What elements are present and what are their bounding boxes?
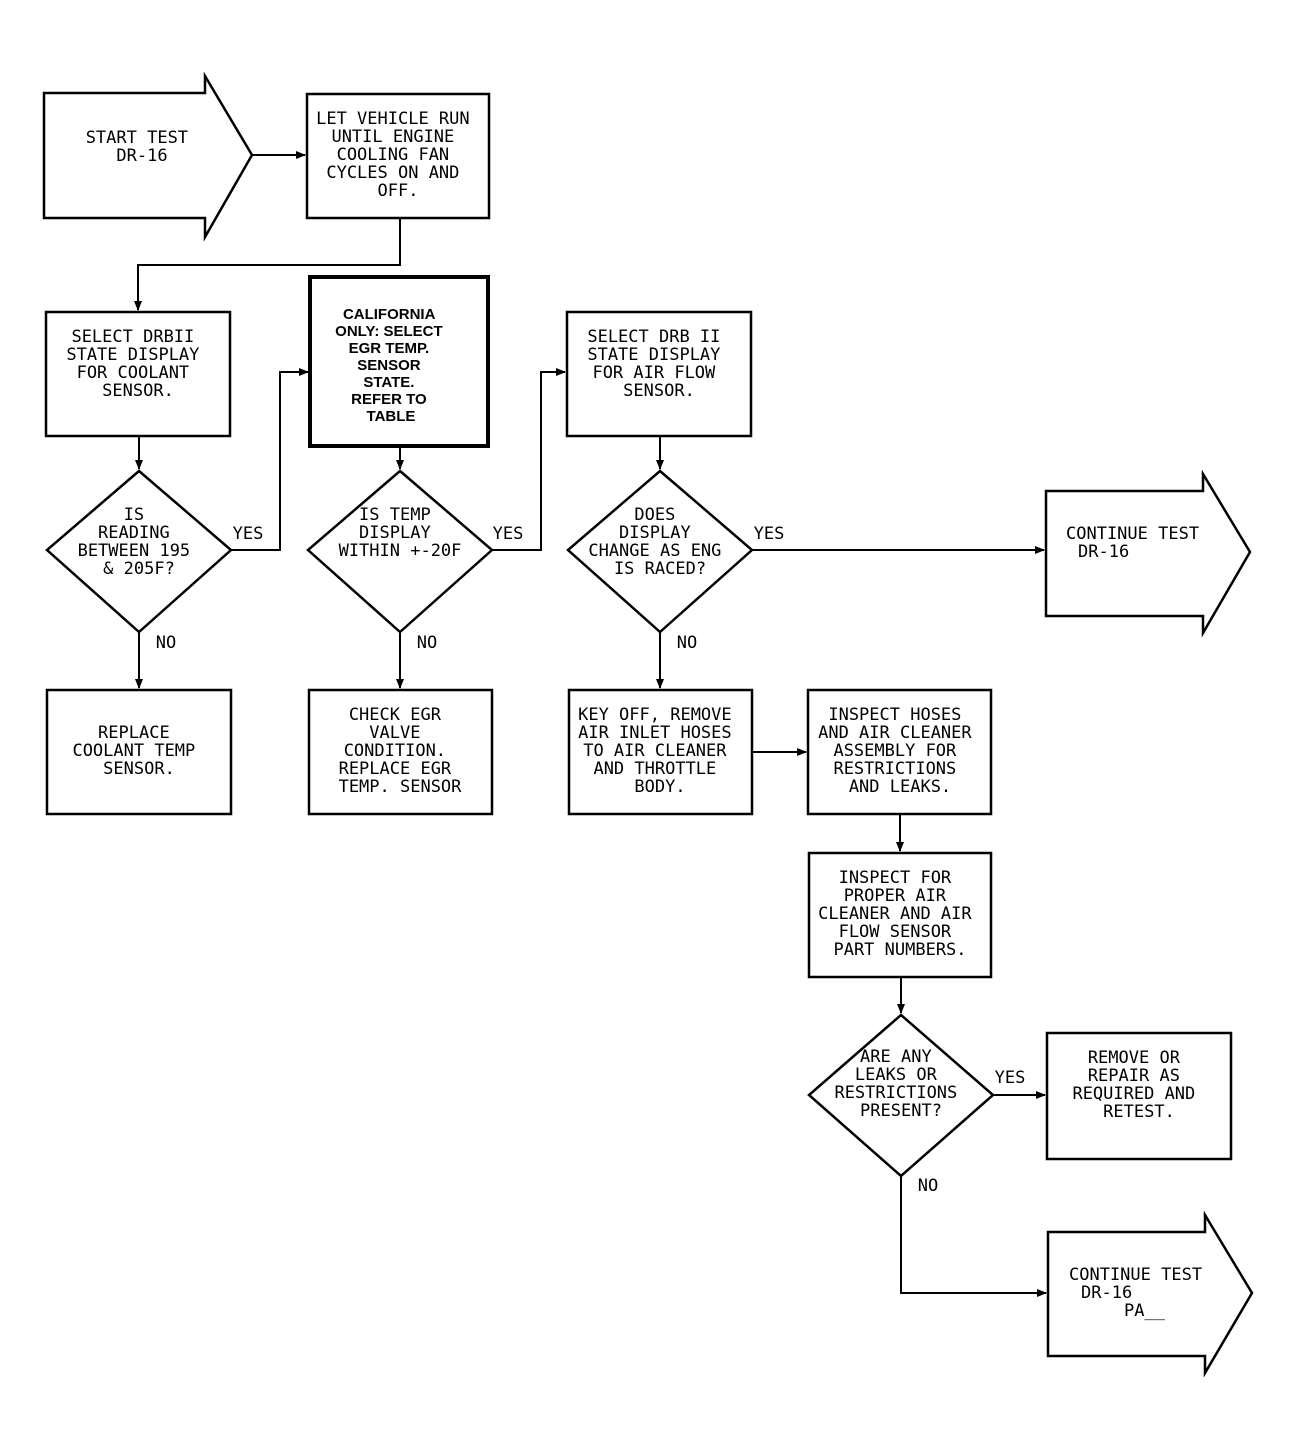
connector-is-reading-yes	[231, 368, 309, 551]
let-vehicle-run-box: LET VEHICLE RUN UNTIL ENGINE COOLING FAN…	[305, 92, 491, 220]
connector-is-temp-yes	[492, 368, 566, 551]
does-display-decision: DOES DISPLAY CHANGE AS ENG IS RACED?	[566, 469, 754, 634]
edge-label-no-3: NO	[677, 633, 697, 653]
continue-test-label-2: CONTINUE TEST DR-16 PA__	[1069, 1265, 1212, 1321]
select-coolant-state-box: SELECT DRBII STATE DISPLAY FOR COOLANT S…	[44, 310, 232, 438]
start-test-label: START TEST DR-16	[86, 128, 199, 166]
select-coolant-state-label: SELECT DRBII STATE DISPLAY FOR COOLANT S…	[66, 327, 209, 401]
edge-label-no-2: NO	[417, 633, 437, 653]
edge-label-yes-2: YES	[493, 524, 524, 544]
replace-coolant-label: REPLACE COOLANT TEMP SENSOR.	[72, 723, 205, 779]
check-egr-box: CHECK EGR VALVE CONDITION. REPLACE EGR T…	[307, 688, 494, 816]
select-airflow-state-box: SELECT DRB II STATE DISPLAY FOR AIR FLOW…	[565, 310, 753, 438]
connector-are-leaks-no	[900, 1176, 1047, 1297]
california-egr-box: CALIFORNIA ONLY: SELECT EGR TEMP. SENSOR…	[308, 275, 490, 448]
edge-label-yes-1: YES	[233, 524, 264, 544]
key-off-box: KEY OFF, REMOVE AIR INLET HOSES TO AIR C…	[567, 688, 754, 816]
edge-label-no-4: NO	[918, 1176, 938, 1196]
is-reading-label: IS READING BETWEEN 195 & 205F?	[78, 505, 201, 579]
california-egr-label: CALIFORNIA ONLY: SELECT EGR TEMP. SENSOR…	[335, 306, 447, 425]
are-leaks-label: ARE ANY LEAKS OR RESTRICTIONS PRESENT?	[834, 1047, 967, 1121]
is-reading-decision: IS READING BETWEEN 195 & 205F?	[45, 469, 233, 634]
is-temp-decision: IS TEMP DISPLAY WITHIN +-20F	[306, 469, 494, 634]
inspect-part-numbers-box: INSPECT FOR PROPER AIR CLEANER AND AIR F…	[807, 851, 993, 979]
start-test-node: START TEST DR-16	[42, 71, 254, 242]
edge-label-yes-3: YES	[754, 524, 785, 544]
are-leaks-decision: ARE ANY LEAKS OR RESTRICTIONS PRESENT?	[807, 1013, 995, 1178]
continue-test-label-1: CONTINUE TEST DR-16	[1066, 524, 1209, 562]
select-airflow-state-label: SELECT DRB II STATE DISPLAY FOR AIR FLOW…	[587, 327, 730, 401]
is-temp-label: IS TEMP DISPLAY WITHIN +-20F	[339, 505, 462, 561]
remove-repair-box: REMOVE OR REPAIR AS REQUIRED AND RETEST.	[1045, 1031, 1233, 1161]
inspect-hoses-label: INSPECT HOSES AND AIR CLEANER ASSEMBLY F…	[818, 705, 982, 797]
continue-test-node-2: CONTINUE TEST DR-16 PA__	[1046, 1210, 1254, 1378]
edge-label-yes-4: YES	[995, 1068, 1026, 1088]
connector-run-to-select-coolant	[134, 218, 401, 311]
continue-test-node-1: CONTINUE TEST DR-16	[1044, 469, 1252, 638]
key-off-label: KEY OFF, REMOVE AIR INLET HOSES TO AIR C…	[578, 705, 742, 797]
inspect-part-numbers-label: INSPECT FOR PROPER AIR CLEANER AND AIR F…	[818, 868, 982, 960]
edge-label-no-1: NO	[156, 633, 176, 653]
inspect-hoses-box: INSPECT HOSES AND AIR CLEANER ASSEMBLY F…	[806, 688, 993, 816]
let-vehicle-run-label: LET VEHICLE RUN UNTIL ENGINE COOLING FAN…	[316, 109, 480, 201]
check-egr-label: CHECK EGR VALVE CONDITION. REPLACE EGR T…	[339, 705, 463, 797]
does-display-label: DOES DISPLAY CHANGE AS ENG IS RACED?	[588, 505, 731, 579]
replace-coolant-box: REPLACE COOLANT TEMP SENSOR.	[45, 688, 233, 816]
remove-repair-label: REMOVE OR REPAIR AS REQUIRED AND RETEST.	[1072, 1048, 1205, 1122]
